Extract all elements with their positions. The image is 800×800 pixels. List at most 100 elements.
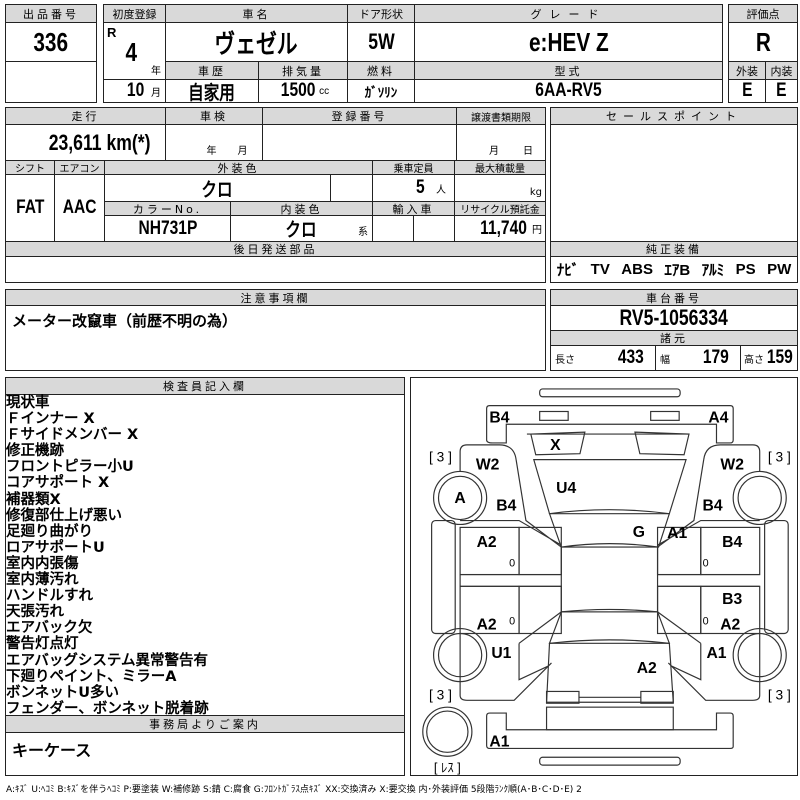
- damage-mark: B3: [722, 591, 742, 608]
- capacity-label: 乗車定員: [372, 160, 455, 175]
- chassis-number: RV5-1056334: [550, 305, 798, 331]
- cabin: [560, 546, 659, 613]
- equipment-item: PW: [767, 261, 792, 278]
- wheel-rear-right: [732, 470, 787, 526]
- pillar-mark: 0: [509, 558, 515, 570]
- tire-tread-mark: [ 3 ]: [429, 687, 452, 702]
- grade: e:HEV Z: [414, 22, 723, 62]
- recycle-label: リサイクル預託金: [454, 201, 546, 216]
- wheel-front-right: [732, 627, 787, 683]
- transfer-date: 月日: [456, 124, 546, 161]
- year-unit: 年: [151, 66, 161, 77]
- equipment-item: PS: [735, 261, 756, 278]
- inspection-label: 車検: [165, 107, 263, 125]
- inspector-item: ハンドルすれ: [6, 588, 93, 605]
- inspection-date: 年月: [165, 124, 263, 161]
- inspector-item: エアバック欠: [6, 620, 93, 637]
- grade-label: グレード: [414, 4, 723, 23]
- first-reg-month: 10 月: [103, 79, 166, 103]
- inspector-item: 室内内張傷: [6, 555, 79, 572]
- inspector-item: 足廻り曲がり: [6, 523, 93, 540]
- later-parts-label: 後日発送部品: [5, 241, 546, 257]
- tire-tread-mark: [ 3 ]: [429, 450, 452, 465]
- interior-label: 内装: [765, 61, 798, 80]
- damage-mark: U4: [556, 480, 576, 497]
- office-text: キーケース: [5, 732, 405, 776]
- ac-label: エアコン: [54, 160, 105, 175]
- damage-mark: U1: [491, 645, 511, 662]
- score-label: 評価点: [728, 4, 798, 23]
- mileage-label: 走行: [5, 107, 166, 125]
- front-bumper: [486, 712, 734, 750]
- inspector-item: 現状車: [6, 395, 50, 411]
- lot-label: 出品番号: [5, 4, 97, 23]
- max-load: kg: [454, 174, 546, 202]
- chassis-label: 車台番号: [550, 289, 798, 306]
- reg-no: [262, 124, 457, 161]
- inspector-item: エアバッグシステム異常警告有: [6, 652, 208, 669]
- pillar-mark: 0: [703, 616, 709, 628]
- int-color-label: 内装色: [230, 201, 373, 216]
- left-sill: [431, 519, 456, 635]
- capacity: 5 人: [372, 174, 455, 202]
- displacement-label: 排気量: [258, 61, 348, 80]
- fuel-label: 燃料: [347, 61, 415, 80]
- first-reg-year: R 4 年: [103, 22, 166, 80]
- equipment-list: ﾅﾋﾞ TV ABS ｴｱB ｱﾙﾐ PS PW: [550, 256, 798, 283]
- inspector-item: 室内薄汚れ: [6, 572, 79, 589]
- inspector-item: フロントピラー小U: [6, 459, 134, 476]
- pillar-mark: 0: [509, 616, 515, 628]
- history-label: 車歴: [165, 61, 259, 80]
- damage-mark: A1: [489, 733, 509, 750]
- max-load-label: 最大積載量: [454, 160, 546, 175]
- inspector-item: コアサポート X: [6, 475, 110, 492]
- later-parts: [5, 256, 546, 283]
- tire-tread-mark: [ 3 ]: [768, 687, 791, 702]
- model: 6AA-RV5: [414, 79, 723, 103]
- era: R: [107, 25, 117, 40]
- damage-mark: X: [550, 437, 561, 454]
- inspector-item: 修復部仕上げ悪い: [6, 507, 122, 524]
- ac: AAC: [54, 174, 105, 242]
- damage-mark: A2: [477, 534, 497, 551]
- pillar-mark: 0: [703, 558, 709, 570]
- inspector-item: 天張汚れ: [6, 604, 64, 621]
- legend: A:ｷｽﾞ U:ﾍｺﾐ B:ｷｽﾞを伴うﾍｺﾐ P:要塗装 W:補修跡 S:錆 …: [6, 785, 582, 795]
- spec-label: 諸元: [550, 330, 798, 346]
- damage-mark: A: [454, 490, 465, 507]
- door-label: ドア形状: [347, 4, 415, 23]
- ext-color: クロ: [104, 174, 331, 202]
- equipment-label: 純正装備: [550, 241, 798, 257]
- inspector-item: ロアサポートU: [6, 539, 105, 556]
- notes-text: メーター改竄車（前歴不明の為）: [5, 305, 546, 371]
- wheel-rear-left: [433, 470, 488, 526]
- inspector-item: 修正機跡: [6, 443, 64, 460]
- int-color: クロ系: [230, 215, 373, 242]
- damage-mark: A1: [667, 525, 687, 542]
- color-no-label: カラーNo.: [104, 201, 231, 216]
- first-reg-label: 初度登録: [103, 4, 166, 23]
- equipment-item: ｴｱB: [664, 262, 691, 279]
- sales-point: [550, 124, 798, 242]
- equipment-item: TV: [590, 261, 610, 278]
- sales-point-label: セールスポイント: [550, 107, 798, 125]
- wheel-front-left: [433, 627, 488, 683]
- damage-mark: B4: [496, 498, 516, 515]
- damage-mark: A4: [708, 409, 728, 426]
- inspector-item: 警告灯点灯: [6, 636, 79, 653]
- tire-tread-mark: [ 3 ]: [768, 450, 791, 465]
- rear-bumper: [486, 405, 734, 444]
- reg-no-label: 登録番号: [262, 107, 457, 125]
- interior-grade: E: [765, 79, 798, 103]
- exterior-grade: E: [728, 79, 766, 103]
- import-label: 輸入車: [372, 201, 455, 216]
- door-type: 5W: [347, 22, 415, 62]
- ext-color-blank: [330, 174, 373, 202]
- history: 自家用: [165, 79, 259, 103]
- damage-mark: B4: [722, 534, 742, 551]
